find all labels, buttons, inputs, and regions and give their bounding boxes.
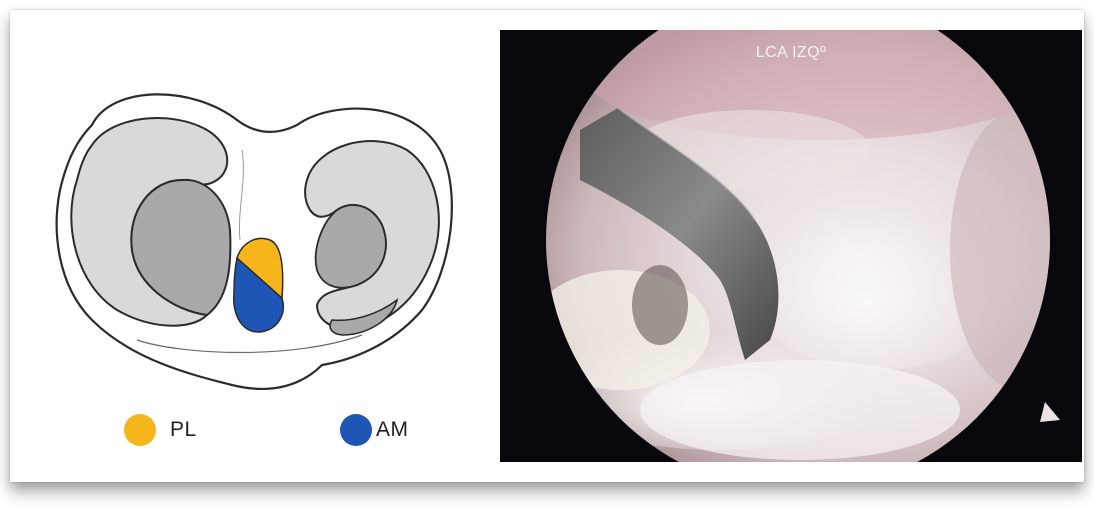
legend-am-label: AM — [376, 418, 409, 442]
am-color-dot — [340, 414, 372, 446]
legend-pl-label: PL — [170, 418, 197, 442]
arthroscopy-drawing — [500, 30, 1082, 462]
figure-card: PL AM — [10, 10, 1084, 482]
arthroscopic-image: LCA IZQº — [500, 30, 1082, 462]
legend-am: AM — [340, 414, 409, 446]
scope-overlay-label: LCA IZQº — [500, 44, 1082, 62]
tibial-plateau-illustration: PL AM — [32, 30, 500, 466]
tibial-plateau-drawing — [32, 30, 500, 466]
legend-pl: PL — [124, 414, 197, 446]
pl-color-dot — [124, 414, 156, 446]
